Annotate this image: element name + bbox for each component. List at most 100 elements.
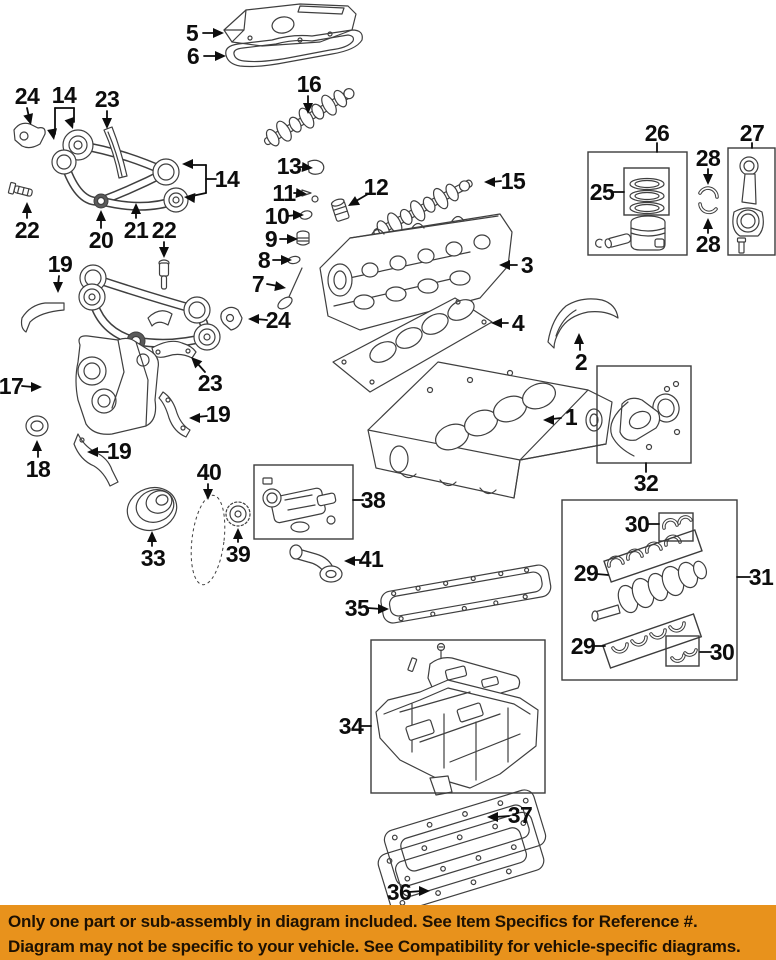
callout-13: 13 (277, 153, 313, 179)
callout-24: 24 (15, 83, 40, 125)
part-number: 19 (107, 438, 132, 464)
arrowhead (23, 113, 33, 125)
oil-pump (262, 477, 337, 533)
part-number: 5 (186, 20, 199, 46)
engine-valve (277, 267, 303, 310)
connecting-rod (732, 156, 764, 254)
arrowhead (301, 162, 313, 173)
arrowhead (182, 159, 193, 169)
callout-24: 24 (248, 307, 291, 333)
part-number: 29 (571, 633, 596, 659)
callout-30: 30 (625, 511, 660, 537)
bracket-strip-right (158, 391, 191, 438)
rod-bearings (698, 186, 719, 215)
arrowhead (31, 382, 42, 392)
arrowhead (419, 886, 430, 896)
arrowhead (574, 333, 584, 344)
callout-2: 2 (574, 333, 588, 375)
part-number: 2 (575, 349, 587, 375)
lower-pan-gasket-lower (377, 811, 545, 905)
part-number: 19 (206, 401, 231, 427)
part-number: 36 (387, 879, 412, 905)
callout-21: 21 (124, 203, 149, 243)
callout-34: 34 (339, 713, 372, 739)
arrowhead (543, 415, 554, 425)
part-number: 14 (52, 82, 77, 108)
arrowhead (295, 188, 307, 199)
bolt-vertical (158, 259, 170, 290)
arrowhead (293, 210, 304, 220)
arrowhead (215, 51, 226, 61)
arrowhead (53, 282, 63, 293)
callout-30: 30 (699, 639, 735, 665)
callout-9: 9 (265, 226, 298, 252)
lower-pan-gasket-upper (383, 789, 547, 887)
arrowhead (203, 489, 213, 500)
oil-pickup-pipe (289, 544, 343, 583)
part-number: 14 (215, 166, 240, 192)
disclaimer-line-2: Diagram may not be specific to your vehi… (8, 937, 741, 956)
part-number: 17 (0, 373, 23, 399)
callout-12: 12 (348, 174, 389, 206)
cam-bracket-upper (13, 122, 46, 149)
callout-35: 35 (345, 595, 389, 621)
group-box (370, 639, 546, 794)
part-number: 15 (501, 168, 526, 194)
head-gasket (332, 297, 493, 393)
callout-19: 19 (48, 251, 73, 293)
upper-timing-cover (547, 298, 619, 349)
part-number: 29 (574, 560, 599, 586)
part-number: 24 (15, 83, 40, 109)
arrowhead (213, 28, 224, 38)
part-number: 31 (749, 564, 774, 590)
part-number: 24 (266, 307, 291, 333)
part-number: 3 (521, 252, 533, 278)
valve-cover-gasket (225, 29, 363, 68)
part-number: 27 (740, 120, 765, 146)
part-number: 28 (696, 231, 721, 257)
camshaft-intake (263, 88, 355, 147)
part-number: 20 (89, 227, 114, 253)
cylinder-head (319, 213, 513, 331)
callout-8: 8 (258, 247, 292, 273)
part-number: 30 (625, 511, 650, 537)
part-number: 10 (265, 203, 290, 229)
part-number: 7 (252, 271, 264, 297)
callout-25: 25 (590, 179, 625, 205)
part-number: 13 (277, 153, 302, 179)
arrowhead (248, 314, 259, 324)
arrowhead (233, 528, 243, 539)
timing-chain-module-upper (51, 129, 189, 213)
group-box (603, 529, 703, 583)
arrowhead (131, 203, 141, 214)
arrowhead (344, 556, 355, 566)
callout-4: 4 (491, 310, 525, 336)
group-box (665, 635, 700, 667)
part-number: 35 (345, 595, 370, 621)
part-number: 26 (645, 120, 670, 146)
arrowhead (348, 196, 361, 206)
arrowhead (22, 202, 32, 213)
arrowhead (189, 413, 200, 423)
arrowhead (703, 174, 713, 185)
chain-guide-rail-upper (103, 126, 128, 179)
callout-3: 3 (499, 252, 534, 278)
callout-1: 1 (543, 404, 578, 430)
arrowhead (184, 192, 196, 203)
callout-5: 5 (186, 20, 224, 46)
crankshaft (591, 560, 708, 622)
snap-ring (595, 238, 603, 248)
arrowhead (499, 260, 510, 270)
arrowhead (102, 118, 112, 129)
part-number: 25 (590, 179, 615, 205)
callout-36: 36 (387, 879, 430, 905)
rear-main-seal (610, 380, 681, 457)
piston-rings (629, 177, 665, 215)
callout-29: 29 (574, 560, 609, 586)
disclaimer-banner: Only one part or sub-assembly in diagram… (0, 905, 776, 960)
crankshaft-seal (25, 415, 49, 437)
callout-6: 6 (187, 43, 226, 69)
arrowhead (32, 440, 42, 451)
callout-40: 40 (197, 459, 222, 500)
